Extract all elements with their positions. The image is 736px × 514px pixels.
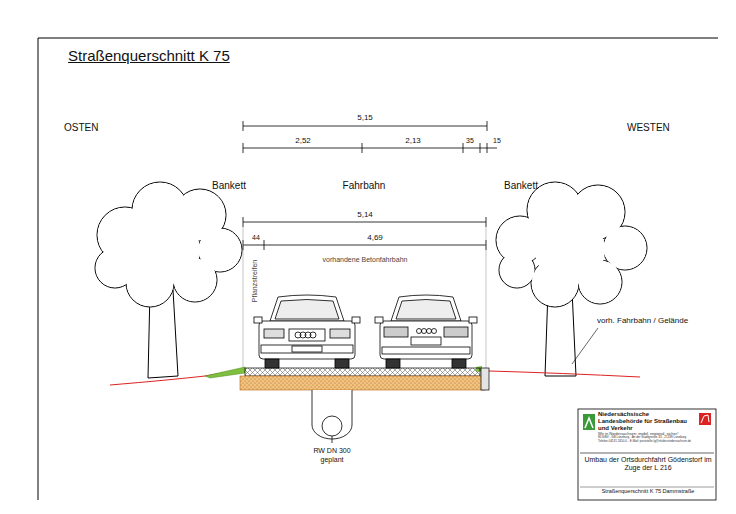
pipe-trench (312, 390, 352, 443)
callout-label: vorh. Fahrbahn / Gelände (597, 317, 688, 326)
car-front (254, 295, 360, 368)
sheet-box: Straßenquerschnitt K 75 Dammstraße (580, 488, 714, 494)
part-label: Fahrbahn (343, 180, 386, 191)
tree-right (496, 182, 647, 376)
leader-line (572, 328, 598, 364)
grass-strip (205, 367, 245, 378)
dimension-text: 5,14 (357, 211, 373, 220)
part-label: Bankett (504, 180, 538, 191)
drawing-title: Straßenquerschnitt K 75 (68, 48, 230, 65)
frame-line (38, 38, 718, 500)
block-text: Niedersächsische Landesbehörde für Straß… (598, 411, 695, 432)
dimension-text: 5,15 (357, 114, 373, 123)
dimension-text: 15 (493, 137, 501, 145)
pipe-label: geplant (321, 456, 344, 464)
block-subtext: NLStBV - GB Lüneburg - An der Stadtgrenz… (598, 436, 695, 443)
agency-box: Niedersächsische Landesbehörde für Straß… (580, 411, 697, 443)
pipe-label: RW DN 300 (313, 447, 350, 455)
dimension-lines (243, 121, 497, 368)
dimension-text: 2,52 (295, 137, 311, 146)
direction-label: WESTEN (627, 122, 670, 133)
base-layer (240, 376, 485, 390)
tree-left (95, 182, 242, 378)
dimension-text: 44 (252, 234, 260, 242)
project-box: Umbau der Ortsdurchfahrt Gödenstorf im Z… (580, 456, 714, 472)
dimension-text: 35 (466, 137, 474, 145)
curb (481, 368, 489, 390)
concrete-pavement (245, 368, 480, 376)
strip-label: Pflanzstreifen (251, 260, 259, 302)
material-label: vorhandene Betonfahrbahn (323, 256, 408, 264)
car-rear (375, 295, 477, 368)
block-text: Straßenquerschnitt K 75 Dammstraße (584, 488, 712, 494)
block-text: Umbau der Ortsdurchfahrt Gödenstorf im Z… (584, 456, 712, 472)
part-label: Bankett (212, 180, 246, 191)
direction-label: OSTEN (64, 122, 98, 133)
title-block (578, 409, 716, 500)
dimension-text: 2,13 (405, 137, 421, 146)
dimension-text: 4,69 (367, 234, 383, 243)
